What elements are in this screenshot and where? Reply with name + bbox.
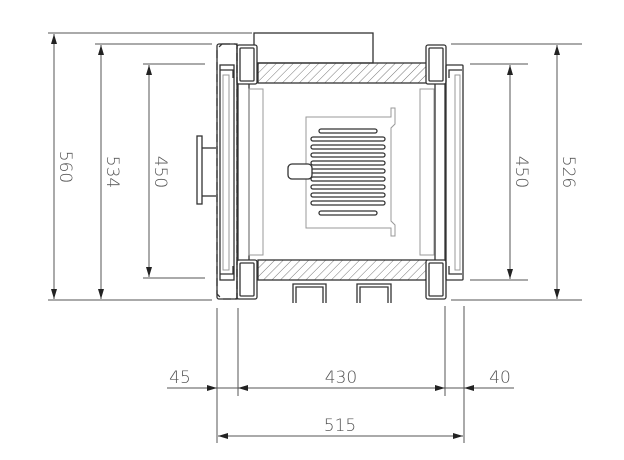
dimension-560: 560 (51, 34, 75, 299)
top-wall-hatched (257, 62, 428, 84)
dimension-label: 450 (511, 156, 531, 188)
ventilation-plate (287, 107, 396, 237)
dimension-534: 534 (98, 45, 122, 299)
bottom-feet (292, 283, 392, 303)
dimension-label: 534 (102, 156, 122, 188)
dimension-label-45: 45 (169, 368, 191, 388)
dimension-450-left: 450 (146, 65, 170, 277)
right-door (445, 64, 464, 281)
bottom-wall-hatched (257, 259, 428, 281)
dimension-label: 560 (55, 151, 75, 183)
right-panel (419, 88, 435, 256)
left-panel (248, 88, 264, 256)
dimension-450-right: 450 (507, 65, 531, 279)
door-handle (196, 135, 216, 205)
dimension-label-40: 40 (489, 368, 511, 388)
top-box (253, 32, 374, 64)
dimension-label: 450 (150, 156, 170, 188)
knob (287, 163, 313, 180)
extension-lines (48, 32, 582, 443)
left-door (216, 43, 238, 300)
cabinet-body (196, 32, 464, 303)
dimension-526: 526 (554, 45, 578, 299)
dimension-label-430: 430 (325, 368, 357, 388)
corner-posts (236, 44, 447, 300)
dimension-label-515: 515 (324, 416, 356, 436)
dimension-row-bottom: 45 430 40 515 (167, 368, 514, 439)
dimension-label: 526 (558, 156, 578, 188)
